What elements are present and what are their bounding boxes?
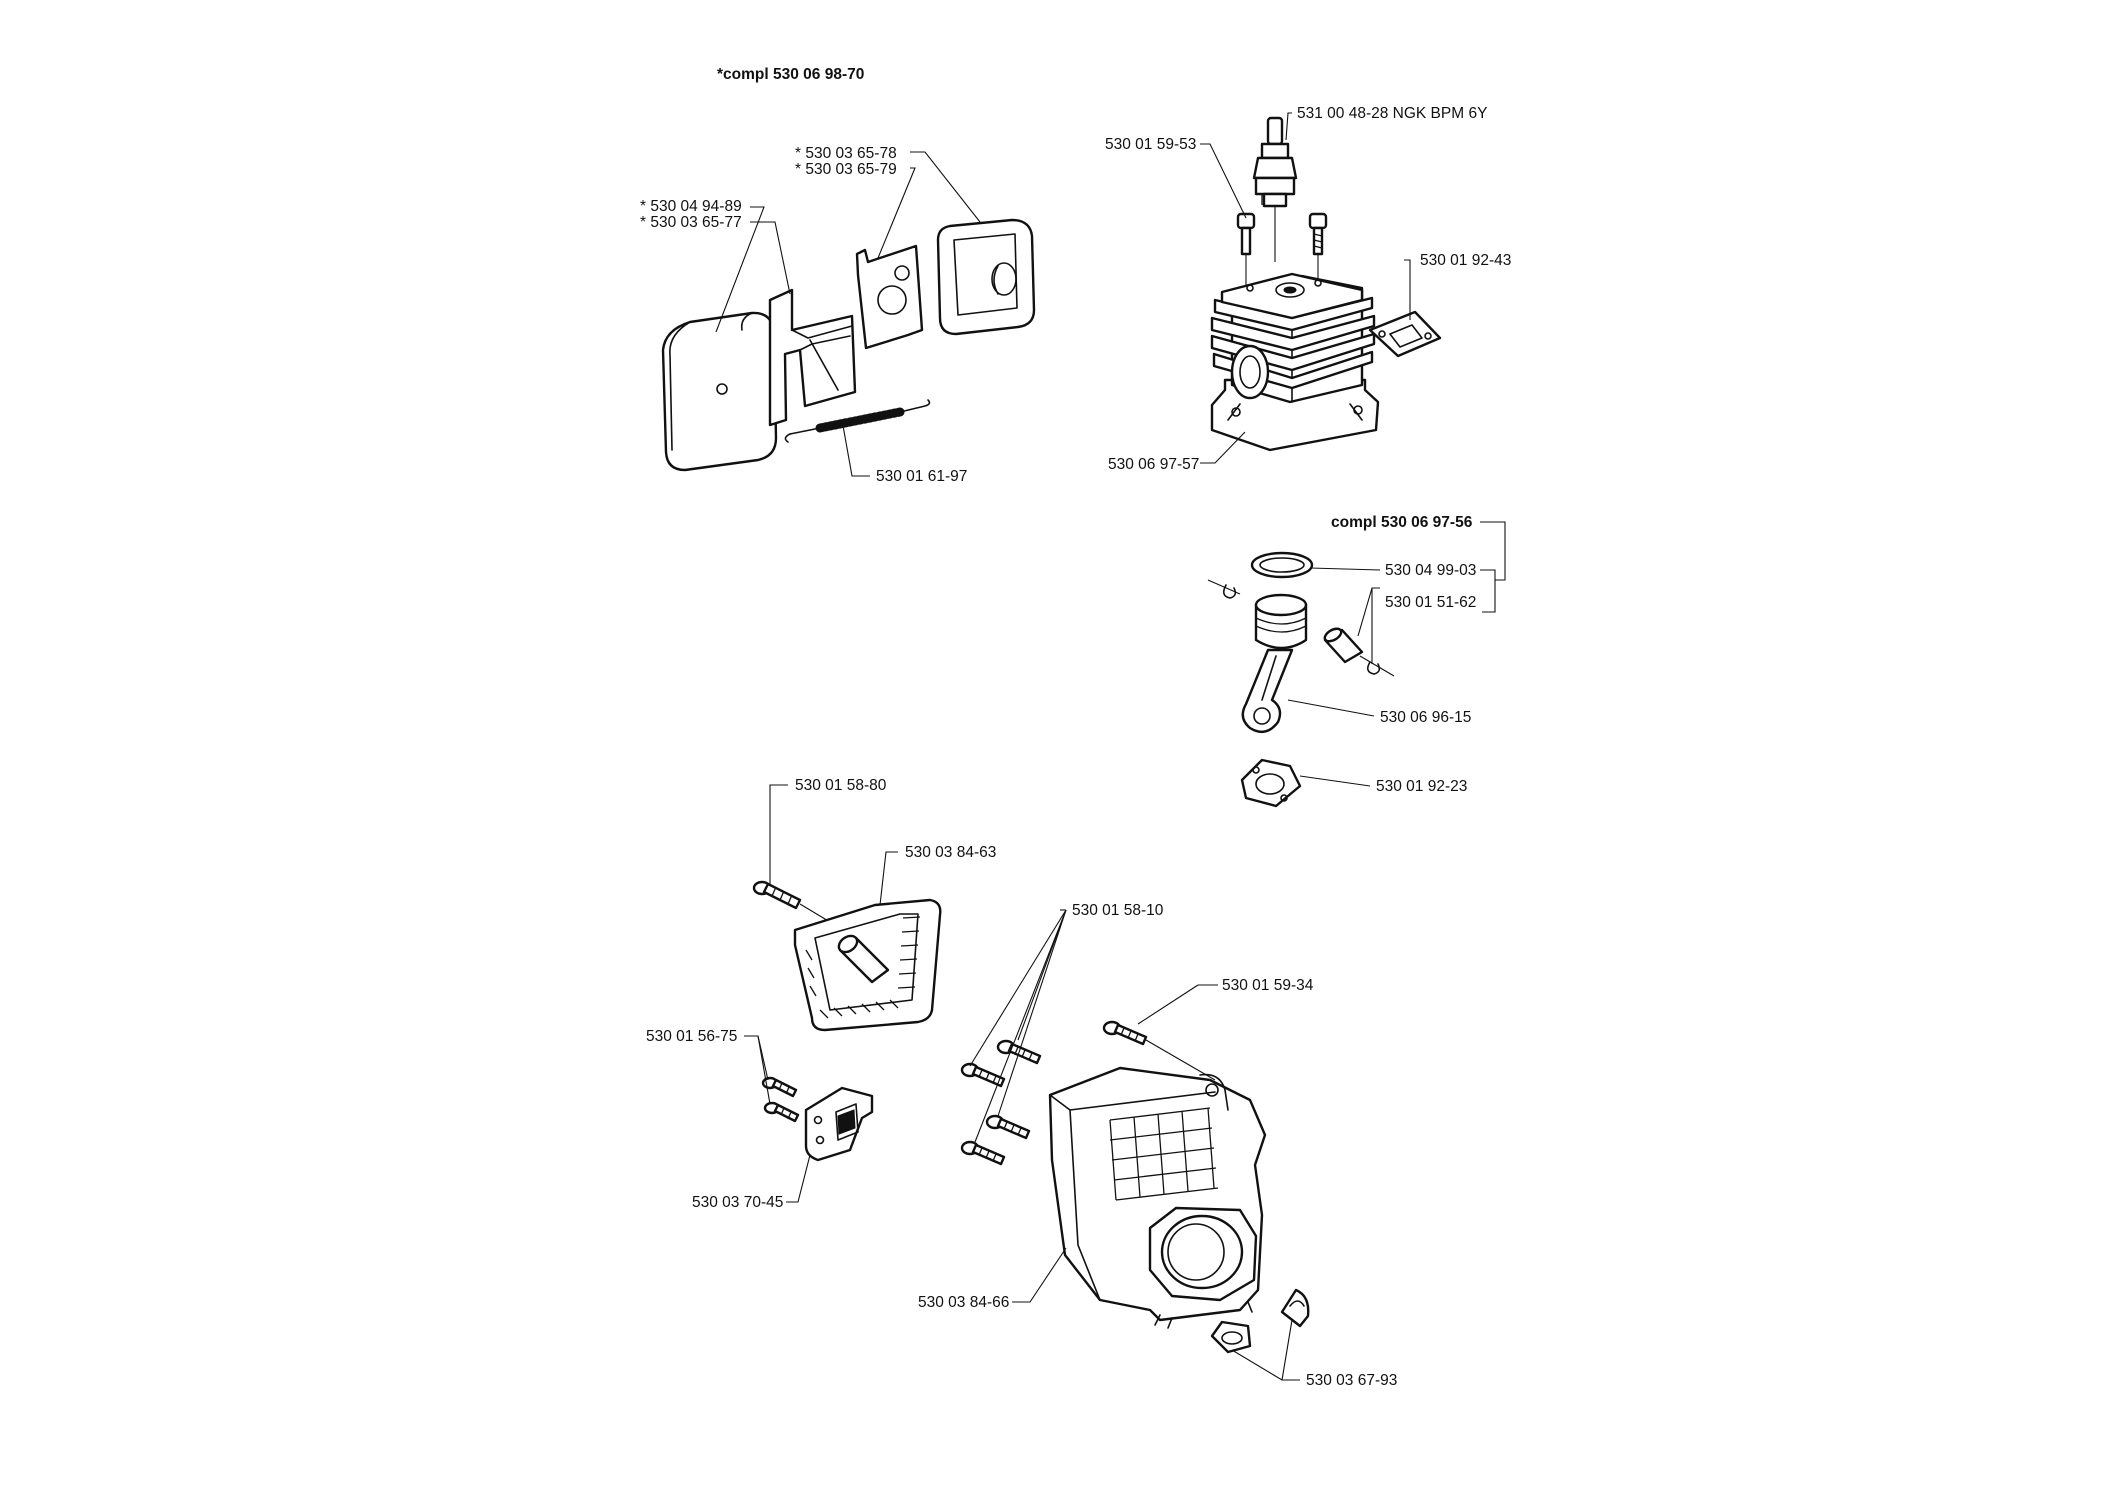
cylinder-screw-right <box>1308 212 1328 282</box>
cover-screw-2 <box>960 1062 1006 1088</box>
cylinder-body <box>1210 272 1380 452</box>
label-spark-plug: 531 00 48-28 NGK BPM 6Y <box>1297 105 1487 122</box>
label-filter-holder-b: * 530 03 65-79 <box>795 161 897 178</box>
cylinder-group <box>1210 116 1442 452</box>
spring-part <box>784 399 931 443</box>
label-bracket-screws: 530 01 56-75 <box>646 1028 737 1045</box>
piston-group <box>1207 551 1395 808</box>
base-gasket-part <box>1240 758 1302 808</box>
label-cylinder-cover: 530 03 84-66 <box>918 1294 1009 1311</box>
filter-housing <box>936 218 1036 336</box>
label-muffler-screw: 530 01 58-80 <box>795 777 887 794</box>
label-bracket: 530 03 70-45 <box>692 1194 783 1211</box>
exhaust-gasket-part <box>1368 310 1442 358</box>
piston-part <box>1254 593 1308 650</box>
cover-screw-4 <box>960 1140 1006 1166</box>
cylinder-cover-part <box>1048 1066 1267 1329</box>
piston-ring-part <box>1250 551 1314 579</box>
muffler-shield-group <box>752 880 942 1032</box>
label-filter-holder-a: * 530 03 65-78 <box>795 145 897 162</box>
circlip-left <box>1207 579 1241 599</box>
spark-plug <box>1252 116 1298 262</box>
label-filter-cover-a: * 530 04 94-89 <box>640 198 742 215</box>
label-cylinder: 530 06 97-57 <box>1108 456 1199 473</box>
label-grommet: 530 03 67-93 <box>1306 1372 1397 1389</box>
label-cylinder-gasket: 530 01 92-23 <box>1376 778 1467 795</box>
bracket-part <box>804 1086 874 1162</box>
cylinder-cover-group <box>960 1020 1310 1354</box>
label-exhaust-gasket: 530 01 92-43 <box>1420 252 1511 269</box>
label-cover-screw-top: 530 01 59-34 <box>1222 977 1314 994</box>
grommet-right <box>1280 1288 1310 1328</box>
bracket-group <box>761 1076 874 1162</box>
label-spring: 530 01 61-97 <box>876 468 967 485</box>
filter-cover <box>661 311 778 472</box>
cover-screw-1 <box>996 1039 1042 1065</box>
filter-element <box>768 288 857 427</box>
label-piston-ring: 530 04 99-03 <box>1385 562 1476 579</box>
part-labels: *compl 530 06 98-70 * 530 03 65-78 * 530… <box>640 66 1511 1389</box>
bracket-screw-bottom <box>763 1101 800 1123</box>
grommet-left <box>1210 1320 1252 1354</box>
filter-gasket-plate <box>855 244 924 350</box>
leader-lines <box>715 112 1506 1381</box>
label-connecting-rod: 530 06 96-15 <box>1380 709 1471 726</box>
muffler-screw-part <box>752 880 836 926</box>
cylinder-screw-left <box>1236 212 1256 285</box>
muffler-shield-part <box>793 898 942 1032</box>
cover-screw-3 <box>985 1114 1031 1140</box>
piston-pin-part <box>1323 627 1364 664</box>
circlip-right <box>1359 655 1395 677</box>
label-piston-pin: 530 01 51-62 <box>1385 594 1476 611</box>
label-cover-screws: 530 01 58-10 <box>1072 902 1164 919</box>
label-cylinder-screw: 530 01 59-53 <box>1105 136 1196 153</box>
cover-screw-top-part <box>1102 1020 1216 1081</box>
label-piston-kit: compl 530 06 97-56 <box>1331 514 1473 531</box>
label-muffler-shield: 530 03 84-63 <box>905 844 996 861</box>
label-air-filter-kit: *compl 530 06 98-70 <box>717 66 864 83</box>
connecting-rod-part <box>1241 648 1294 734</box>
label-filter-cover-b: * 530 03 65-77 <box>640 214 742 231</box>
air-filter-group <box>661 218 1036 472</box>
